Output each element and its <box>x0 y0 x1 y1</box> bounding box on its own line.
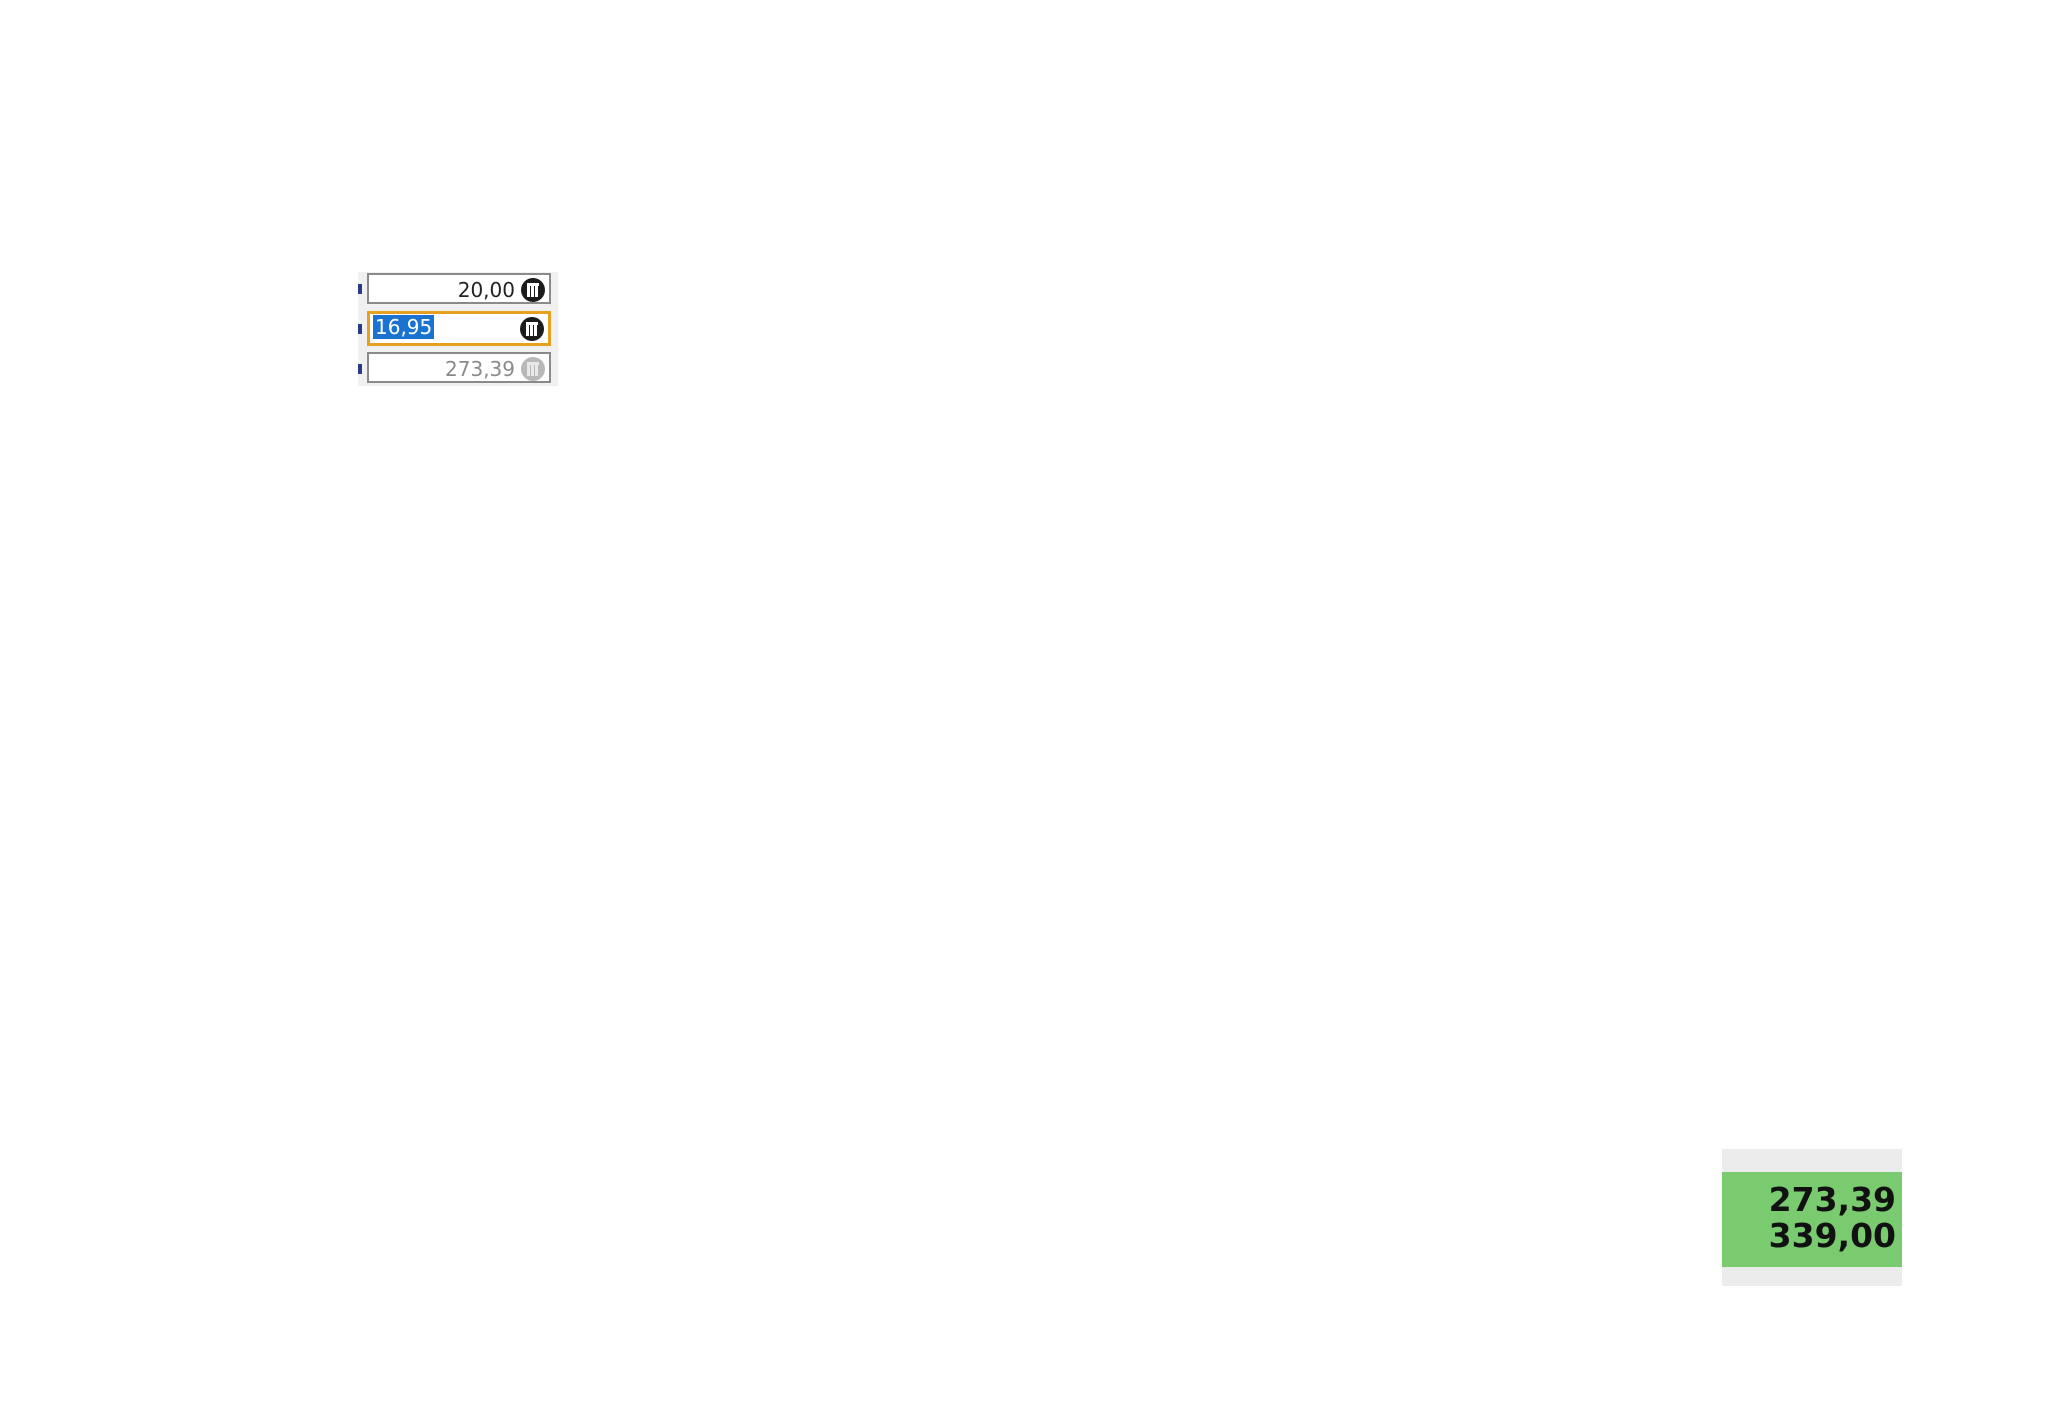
total-input-disabled: 273,39 <box>367 352 551 383</box>
total-net: 273,39 <box>1768 1180 1896 1219</box>
totals-highlight: 273,39 339,00 <box>1722 1172 1902 1267</box>
amount-fields-panel: 20,00 16,95 273,39 <box>358 272 558 386</box>
field-label-fragment <box>358 324 362 334</box>
amount-value: 20,00 <box>457 278 515 302</box>
field-label-fragment <box>358 284 362 294</box>
field-label-fragment <box>358 364 362 374</box>
totals-panel: 273,39 339,00 <box>1722 1149 1902 1286</box>
price-value-selected: 16,95 <box>373 315 435 339</box>
calculator-icon[interactable] <box>520 317 544 341</box>
amount-input[interactable]: 20,00 <box>367 273 551 304</box>
total-value: 273,39 <box>445 357 515 381</box>
total-gross: 339,00 <box>1768 1216 1896 1255</box>
calculator-icon <box>521 357 545 381</box>
calculator-icon[interactable] <box>521 278 545 302</box>
price-input[interactable]: 16,95 <box>367 311 551 346</box>
